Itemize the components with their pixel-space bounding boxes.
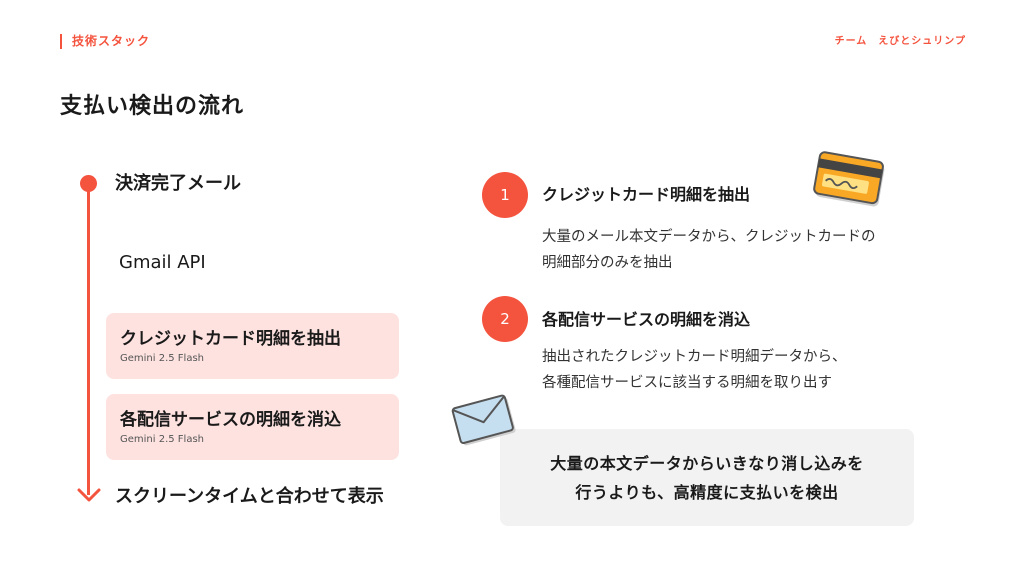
flow-step-end: スクリーンタイムと合わせて表示 [115, 486, 384, 507]
section-label: 技術スタック [72, 34, 151, 48]
timeline-line [87, 183, 90, 495]
step-description: 大量のメール本文データから、クレジットカードの 明細部分のみを抽出 [542, 224, 876, 276]
team-name: チーム えびとシュリンプ [834, 36, 966, 47]
flow-card-model: Gemini 2.5 Flash [120, 353, 205, 364]
summary-box: 大量の本文データからいきなり消し込みを 行うよりも、高精度に支払いを検出 [500, 429, 914, 526]
step-number-badge: 1 [482, 172, 528, 218]
step-description-line: 明細部分のみを抽出 [542, 255, 673, 271]
step-description: 抽出されたクレジットカード明細データから、 各種配信サービスに該当する明細を取り… [542, 344, 847, 396]
flow-step-start: 決済完了メール [115, 173, 241, 194]
page-title: 支払い検出の流れ [60, 94, 245, 119]
credit-card-icon [813, 151, 885, 207]
flow-card-title: 各配信サービスの明細を消込 [120, 410, 341, 430]
section-accent-bar [60, 34, 62, 49]
envelope-icon [451, 394, 516, 446]
timeline-start-dot [80, 175, 97, 192]
step-description-line: 抽出されたクレジットカード明細データから、 [542, 349, 847, 365]
flow-card-title: クレジットカード明細を抽出 [120, 329, 341, 349]
step-description-line: 大量のメール本文データから、クレジットカードの [542, 229, 876, 245]
step-description-line: 各種配信サービスに該当する明細を取り出す [542, 375, 832, 391]
summary-line: 大量の本文データからいきなり消し込みを [550, 454, 864, 473]
step-number-badge: 2 [482, 296, 528, 342]
flow-step-api: Gmail API [119, 252, 206, 273]
flow-card-reconcile: 各配信サービスの明細を消込 Gemini 2.5 Flash [106, 394, 399, 460]
flow-card-model: Gemini 2.5 Flash [120, 434, 205, 445]
flow-card-extract: クレジットカード明細を抽出 Gemini 2.5 Flash [106, 313, 399, 379]
arrow-down-icon [77, 488, 101, 502]
summary-line: 行うよりも、高精度に支払いを検出 [575, 483, 839, 502]
step-title: 各配信サービスの明細を消込 [542, 310, 751, 329]
step-title: クレジットカード明細を抽出 [542, 185, 751, 204]
